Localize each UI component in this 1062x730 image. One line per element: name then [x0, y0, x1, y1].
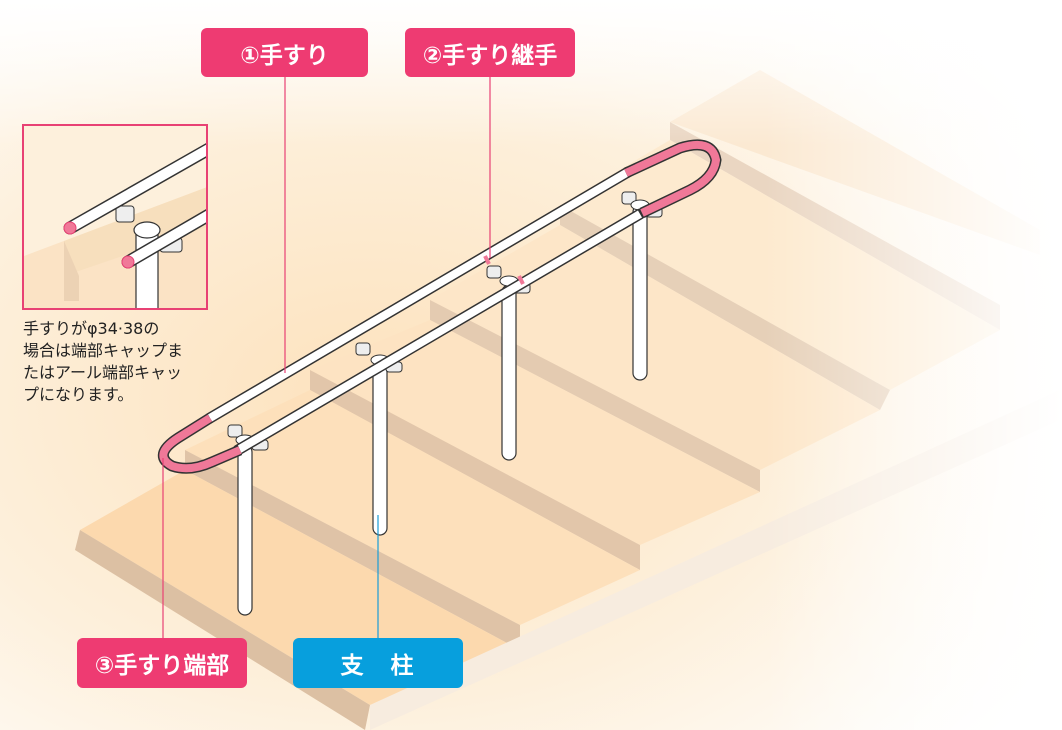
end-cap-upper: [63, 221, 77, 235]
rail-joint-lower: [517, 275, 525, 285]
end-cap-detail-inset: [22, 124, 208, 310]
end-cap-lower: [121, 255, 135, 269]
caption-line: 場合は端部キャップま: [23, 341, 184, 360]
inset-caption: 手すりがφ34·38の 場合は端部キャップま たはアール端部キャッ プになります…: [23, 318, 233, 406]
end-cap-detail-illustration: [24, 126, 206, 308]
handrails: [157, 139, 722, 474]
caption-line: プになります。: [23, 385, 134, 404]
rail-joint-upper: [483, 255, 491, 265]
label-handrail-joint: ②手すり継手: [405, 28, 575, 77]
post-3: [501, 284, 517, 461]
post-1: [237, 444, 253, 616]
post-4: [632, 204, 648, 381]
post-2: [372, 364, 388, 536]
label-post: 支 柱: [293, 638, 463, 688]
caption-line: たはアール端部キャッ: [23, 363, 183, 382]
leader-lines: [162, 76, 491, 640]
label-handrail: ①手すり: [201, 28, 368, 77]
label-handrail-end: ③手すり端部: [77, 638, 247, 688]
caption-line: 手すりがφ34·38の: [23, 319, 160, 338]
